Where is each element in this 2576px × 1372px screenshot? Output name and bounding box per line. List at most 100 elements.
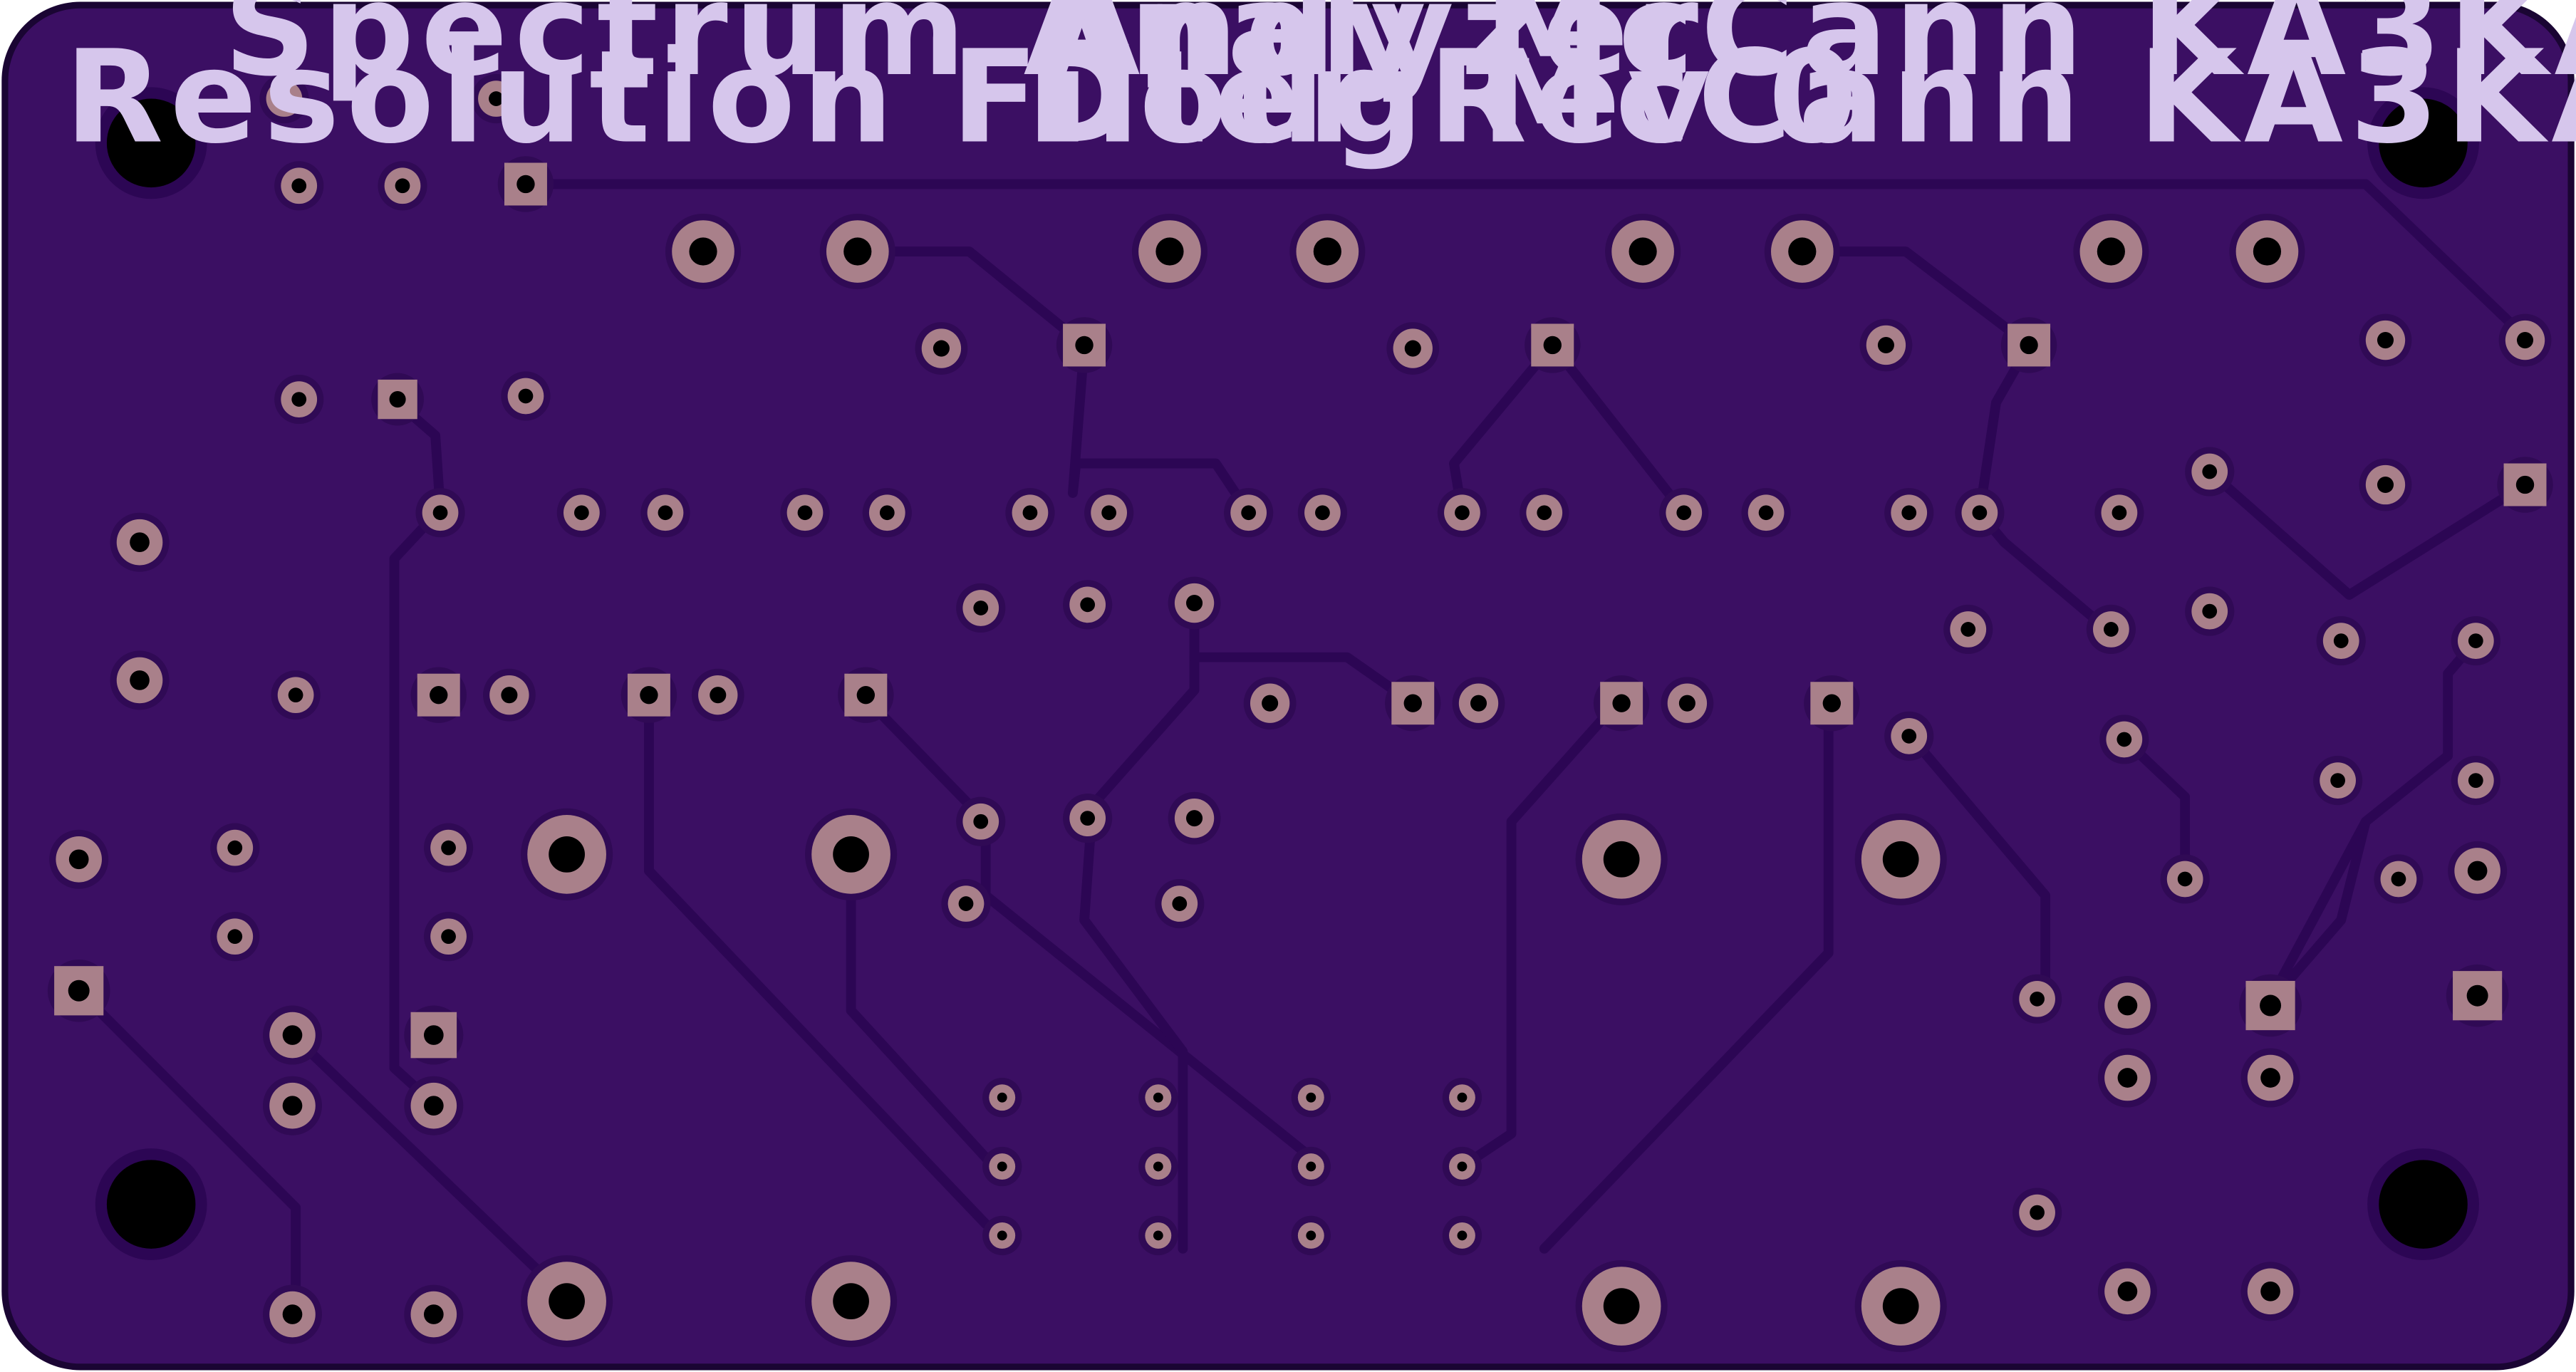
pad-drill xyxy=(549,836,585,873)
pad-drill xyxy=(1315,505,1330,521)
pad-drill xyxy=(441,840,456,856)
silkscreen-text: Spectrum Analyzer Resolution Filter Rev … xyxy=(65,0,2576,172)
pad-drill xyxy=(1470,695,1487,712)
pad-drill xyxy=(1822,694,1842,712)
mounting-hole xyxy=(2379,1160,2468,1249)
title-line-2: Resolution Filter Rev 0 xyxy=(65,24,1864,172)
pad-drill xyxy=(2260,1068,2280,1088)
pad-drill xyxy=(1186,595,1203,612)
pad-drill xyxy=(973,601,989,615)
pad-drill xyxy=(1403,694,1422,712)
pad-drill xyxy=(430,686,448,705)
pad-drill xyxy=(518,388,534,404)
pad-drill xyxy=(958,896,974,911)
mounting-holes xyxy=(95,87,2479,1260)
pad-drill xyxy=(1457,1092,1468,1103)
pad-drill xyxy=(130,670,150,690)
pad-drill xyxy=(291,392,307,407)
pad-drill xyxy=(1537,505,1552,521)
pad-drill xyxy=(658,505,673,521)
pad-drill xyxy=(689,237,717,266)
pad-drill xyxy=(843,237,872,266)
pad-drill xyxy=(1080,811,1096,826)
trace xyxy=(1797,246,2117,638)
pad-drill xyxy=(441,929,456,945)
pad-drill xyxy=(2117,995,2138,1016)
pad-drill xyxy=(423,1304,444,1324)
pad-drill xyxy=(1306,1092,1316,1103)
pad-drill xyxy=(1612,694,1631,712)
author-line-1: Andy McCann KA3KAF xyxy=(1041,0,2576,105)
pad-drill xyxy=(288,687,303,703)
trace xyxy=(521,179,2530,342)
pad-drill xyxy=(2117,732,2132,747)
pad-drill xyxy=(2468,773,2483,788)
pad-drill xyxy=(1153,1161,1163,1172)
pad-drill xyxy=(879,505,895,521)
pad-drill xyxy=(1153,1092,1163,1103)
pad-drill xyxy=(2333,633,2349,648)
pad-drill xyxy=(1543,336,1562,355)
pad-drill xyxy=(1972,505,1988,521)
pad-drill xyxy=(549,1283,585,1320)
pad-drill xyxy=(2377,332,2394,349)
trace xyxy=(1079,598,1200,1254)
pad-drill xyxy=(1155,237,1184,266)
pad-drill xyxy=(2117,1281,2138,1301)
pad-drill xyxy=(1172,896,1188,911)
mounting-hole xyxy=(106,98,196,188)
pad-drill xyxy=(2467,861,2488,881)
pad-drill xyxy=(395,178,410,194)
pad-drill xyxy=(997,1092,1007,1103)
trace xyxy=(1547,340,1689,518)
pad-drill xyxy=(516,175,535,194)
pad-drill xyxy=(2177,871,2193,887)
pad-drill xyxy=(1153,1230,1163,1241)
pad-drill xyxy=(710,687,727,704)
pad-drill xyxy=(282,1304,303,1324)
pad-drill xyxy=(1306,1161,1316,1172)
mounting-hole xyxy=(106,1160,196,1249)
pad-drill xyxy=(2377,476,2394,494)
trace xyxy=(2262,635,2481,1011)
pad-drill xyxy=(1022,505,1038,521)
pad-drill xyxy=(1241,505,1257,521)
pad-drill xyxy=(227,840,243,856)
trace xyxy=(73,985,301,1320)
copper-traces xyxy=(73,179,2530,1320)
trace xyxy=(1457,696,1624,1172)
trace xyxy=(852,246,1254,518)
trace xyxy=(644,693,991,1230)
author-line-2: Doug McCann KA3KAG xyxy=(1027,24,2576,172)
pad-drill xyxy=(1457,1161,1468,1172)
pad-drill xyxy=(1313,237,1341,266)
pad-drill xyxy=(1101,505,1117,521)
pad-drill xyxy=(1960,622,1976,637)
pad-drill xyxy=(2112,505,2127,521)
trace xyxy=(1904,729,2051,1007)
pad-drill xyxy=(501,687,518,704)
pad-drill xyxy=(1457,1230,1468,1241)
pad-drill xyxy=(1603,1288,1640,1324)
pad-drill xyxy=(2030,991,2045,1007)
mounting-hole xyxy=(2379,98,2468,188)
pad-drill xyxy=(2020,336,2038,355)
trace xyxy=(846,849,999,1172)
pad-drill xyxy=(833,1283,869,1320)
pad-drill xyxy=(423,1096,444,1116)
pad-drill xyxy=(489,91,504,106)
pad-drill xyxy=(1262,695,1279,712)
pad-drill xyxy=(1882,1288,1919,1324)
pad-drill xyxy=(1758,505,1774,521)
pad-drill xyxy=(1882,841,1919,878)
pad-drill xyxy=(1678,695,1695,712)
pad-drill xyxy=(282,1025,303,1045)
pad-drill xyxy=(276,91,292,106)
pad-drill xyxy=(797,505,813,521)
pad-drill xyxy=(282,1096,303,1116)
pad-drill xyxy=(2202,603,2218,619)
pad-drill xyxy=(1075,336,1094,355)
pad-drill xyxy=(1629,237,1657,266)
pad-drill xyxy=(1080,597,1096,613)
